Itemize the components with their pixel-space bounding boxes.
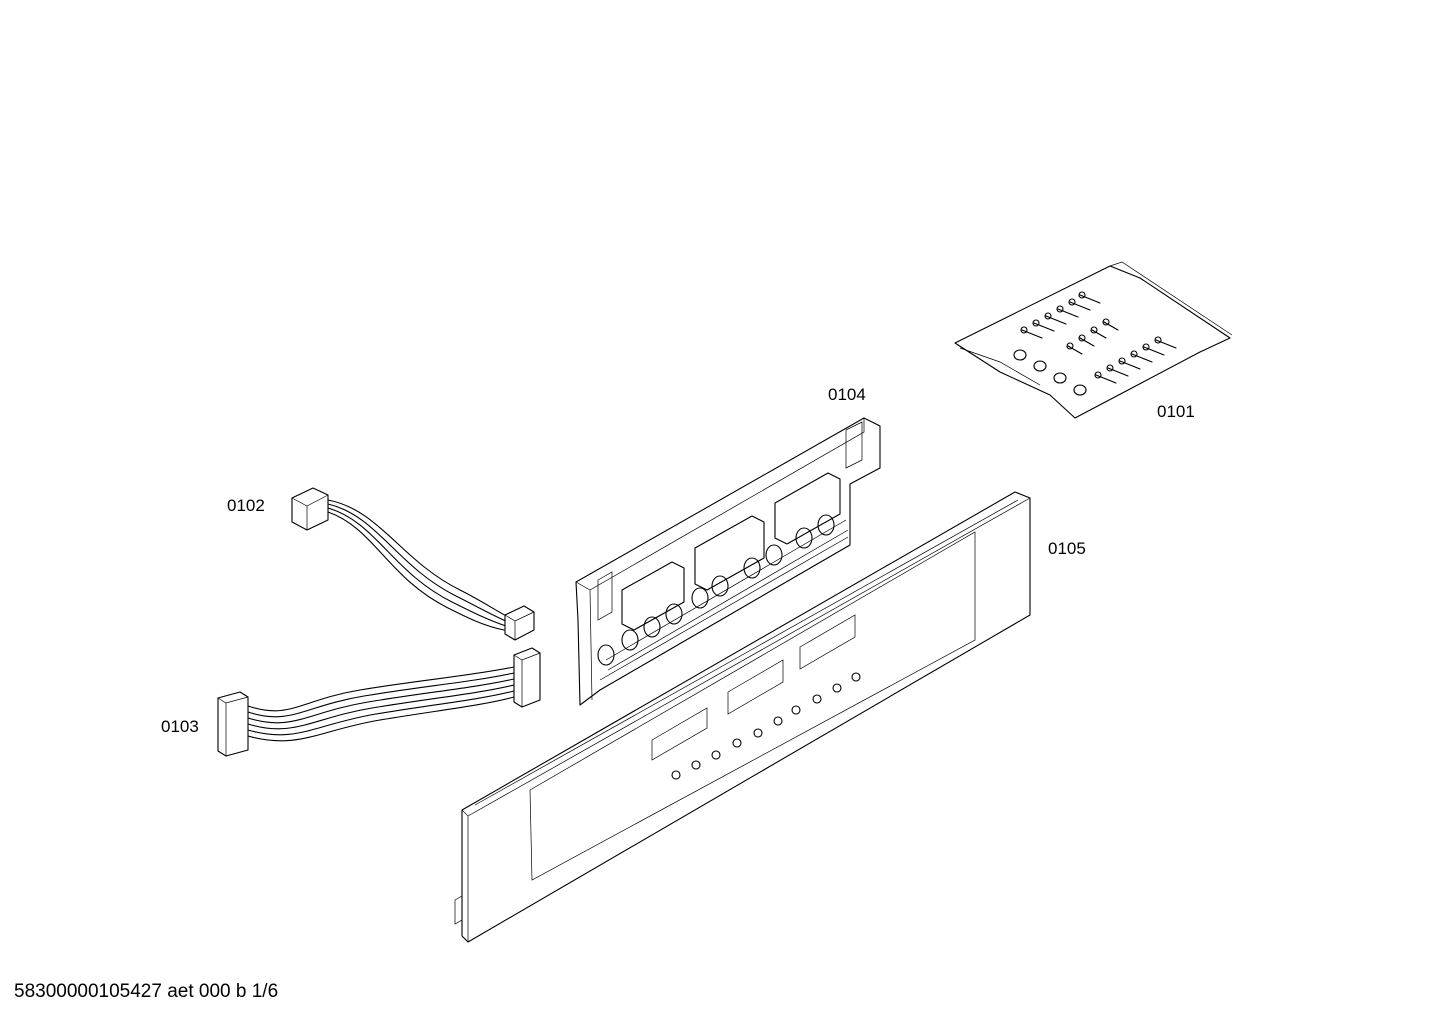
switch-icon	[691, 587, 709, 609]
screw-icon	[1056, 305, 1079, 318]
switch-icon	[743, 557, 761, 579]
screw-icon	[1044, 312, 1067, 325]
screw-bag-icon[interactable]	[954, 261, 1233, 419]
washer-icon	[1013, 349, 1027, 361]
button-icon	[671, 770, 681, 780]
screw-icon	[1154, 336, 1177, 349]
screw-icon	[1078, 334, 1095, 347]
button-icon	[691, 760, 701, 770]
switch-icon	[597, 644, 615, 666]
switch-icon	[795, 527, 813, 549]
screw-icon	[1066, 342, 1083, 355]
button-icon	[812, 694, 822, 704]
washer-icon	[1053, 372, 1067, 384]
switch-icon	[665, 603, 683, 625]
control-panel-fascia-icon[interactable]	[454, 491, 1031, 943]
screw-icon	[1020, 326, 1043, 339]
screw-icon	[1142, 343, 1165, 356]
switch-icon	[643, 616, 661, 638]
button-icon	[851, 672, 861, 682]
screw-icon	[1106, 364, 1129, 377]
screw-icon	[1094, 371, 1117, 384]
screw-icon	[1102, 318, 1119, 331]
part-label-0103: 0103	[161, 717, 199, 736]
part-label-0102: 0102	[227, 496, 265, 515]
document-footer: 58300000105427 aet 000 b 1/6	[14, 981, 279, 1002]
screw-icon	[1032, 319, 1055, 332]
button-icon	[791, 705, 801, 715]
ribbon-cable-icon[interactable]	[217, 647, 541, 757]
part-label-0104: 0104	[828, 385, 866, 404]
switch-icon	[817, 514, 835, 536]
connector-cable-icon[interactable]	[291, 487, 535, 641]
control-module-icon[interactable]	[575, 417, 881, 706]
screw-icon	[1130, 350, 1153, 363]
button-icon	[732, 738, 742, 748]
screw-icon	[1118, 357, 1141, 370]
washer-icon	[1033, 360, 1047, 372]
screw-icon	[1090, 326, 1107, 339]
button-icon	[711, 750, 721, 760]
button-icon	[753, 728, 763, 738]
switch-icon	[621, 629, 639, 651]
button-icon	[832, 683, 842, 693]
switch-icon	[711, 575, 729, 597]
washer-icon	[1073, 384, 1087, 396]
button-icon	[773, 716, 783, 726]
screw-icon	[1068, 298, 1091, 311]
switch-icon	[765, 544, 783, 566]
part-label-0101: 0101	[1157, 402, 1195, 421]
part-label-0105: 0105	[1048, 539, 1086, 558]
screw-icon	[1078, 291, 1101, 304]
